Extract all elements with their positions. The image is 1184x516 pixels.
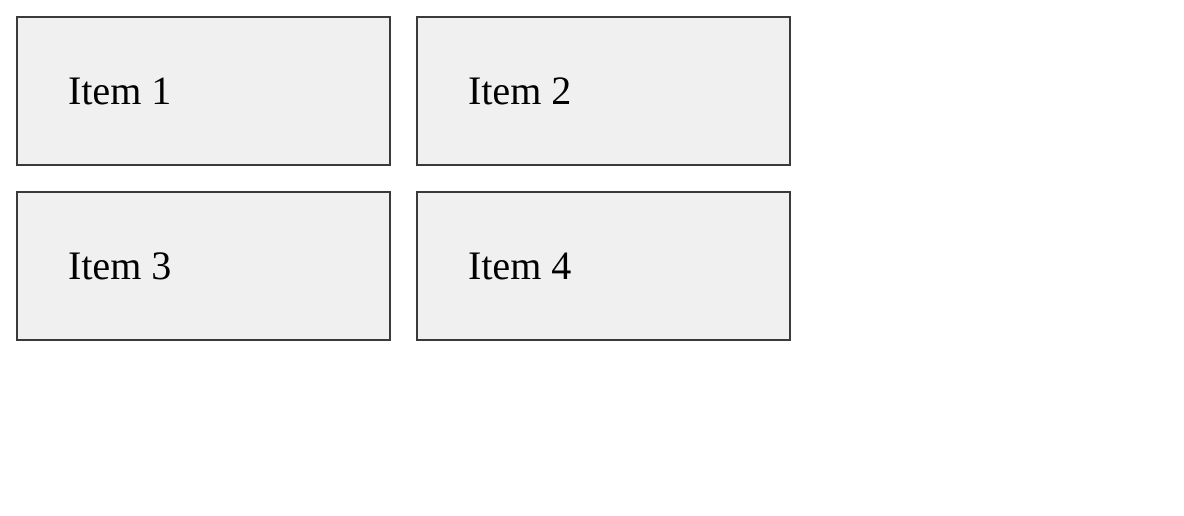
item-grid: Item 1 Item 2 Item 3 Item 4 [16, 16, 791, 341]
grid-item-label: Item 1 [68, 68, 172, 113]
grid-item-label: Item 3 [68, 243, 172, 288]
grid-item-3: Item 3 [16, 191, 391, 341]
grid-item-label: Item 2 [468, 68, 572, 113]
grid-item-4: Item 4 [416, 191, 791, 341]
grid-item-1: Item 1 [16, 16, 391, 166]
grid-item-2: Item 2 [416, 16, 791, 166]
grid-item-label: Item 4 [468, 243, 572, 288]
